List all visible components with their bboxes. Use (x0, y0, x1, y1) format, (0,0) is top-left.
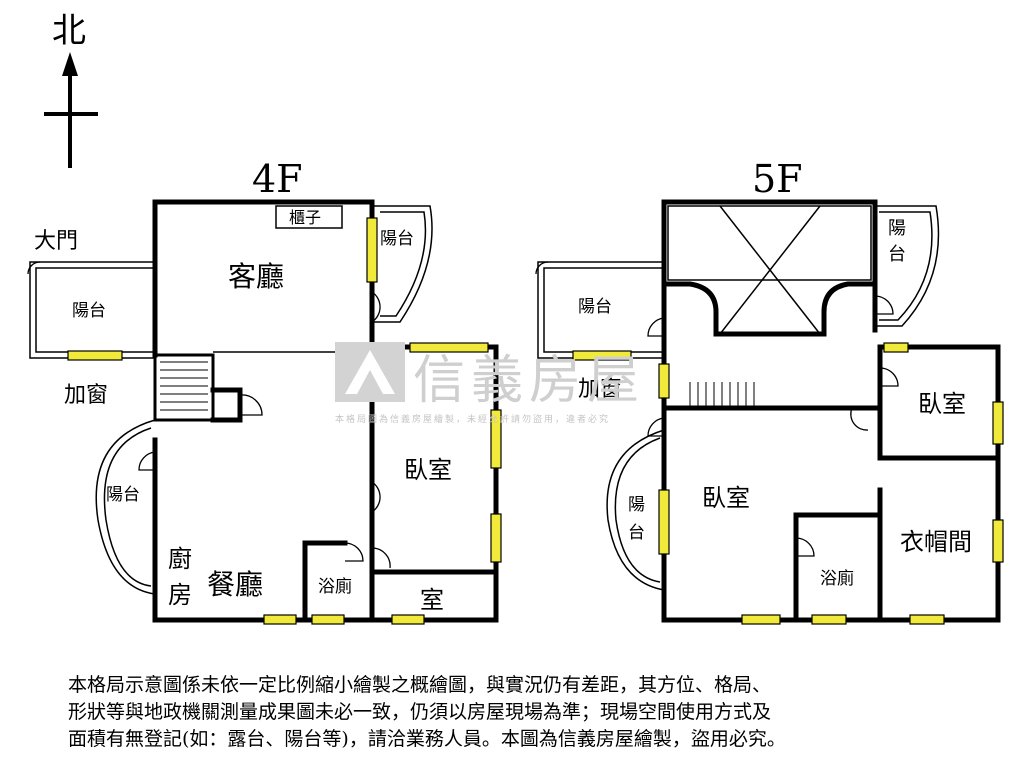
floor-4-title: 4F (252, 157, 303, 201)
floor-5-plan: 5F 陽 台 陽台 加窗 陽 台 (535, 157, 1004, 625)
disclaimer-line-1: 本格局示意圖係未依一定比例縮小繪製之概繪圖，與實況仍有差距，其方位、格局、 (68, 674, 772, 696)
window-5f-1 (572, 350, 632, 361)
window-4f-2 (67, 350, 123, 361)
balcony-4f-w-label: 陽台 (72, 301, 106, 321)
entrance-label: 大門 (34, 229, 78, 254)
bathroom-5f-label: 浴廁 (820, 568, 854, 589)
north-label: 北 (52, 11, 86, 51)
bedroom-5f-main-label: 臥室 (702, 484, 750, 512)
kitchen-label-1: 廚 (168, 545, 192, 573)
balcony-5f-sw-label-2: 台 (628, 523, 645, 543)
add-window-4f-label: 加窗 (64, 383, 108, 408)
balcony-5f-ne-label-2: 台 (888, 244, 906, 265)
window-5f-3 (883, 342, 909, 353)
window-4f-3 (409, 342, 489, 353)
window-4f-1 (366, 217, 378, 283)
bedroom-4f-label: 臥室 (404, 456, 452, 484)
floor-5-title: 5F (752, 157, 803, 201)
balcony-5f-sw-label-1: 陽 (628, 495, 645, 515)
window-5f-5 (658, 489, 670, 555)
living-room-label: 客廳 (228, 260, 284, 293)
window-5f-9 (909, 614, 945, 625)
balcony-4f-ne-label: 陽台 (380, 229, 414, 249)
floor-plan: 北 4F 櫃子 陽台 大門 陽台 加窗 (27, 11, 1004, 625)
balcony-4f-sw-label: 陽台 (106, 485, 140, 505)
closet-label: 衣帽間 (900, 528, 972, 556)
disclaimer-line-2: 形狀等與地政機關測量成果圖未必一致，仍須以房屋現場為準；現場空間使用方式及 (68, 701, 772, 723)
window-5f-4 (992, 401, 1004, 445)
window-4f-5 (490, 513, 502, 563)
window-5f-7 (741, 614, 781, 625)
kitchen-label-2: 房 (168, 581, 192, 609)
window-4f-8 (391, 614, 425, 625)
balcony-5f-ne-label-1: 陽 (888, 218, 906, 239)
add-window-5f-label: 加窗 (578, 377, 622, 402)
bathroom-4f-label: 浴廁 (318, 576, 352, 597)
bedroom-5f-east-label: 臥室 (918, 390, 966, 418)
window-5f-6 (992, 519, 1004, 563)
disclaimer-line-3: 面積有無登記(如：露台、陽台等)，請洽業務人員。本圖為信義房屋繪製，盜用必究。 (68, 728, 786, 750)
balcony-5f-w-label: 陽台 (578, 297, 612, 317)
north-compass: 北 (44, 11, 98, 168)
window-4f-4 (490, 409, 502, 469)
dining-room-label: 餐廳 (207, 568, 263, 601)
room-4f-label: 室 (420, 586, 444, 614)
disclaimer: 本格局示意圖係未依一定比例縮小繪製之概繪圖，與實況仍有差距，其方位、格局、 形狀… (68, 672, 968, 753)
window-4f-6 (263, 614, 297, 625)
window-5f-2 (658, 363, 670, 399)
window-4f-7 (311, 614, 345, 625)
floor-4-plan: 4F 櫃子 陽台 大門 陽台 加窗 (27, 157, 502, 625)
cabinet-label: 櫃子 (289, 208, 321, 227)
window-5f-8 (811, 614, 847, 625)
